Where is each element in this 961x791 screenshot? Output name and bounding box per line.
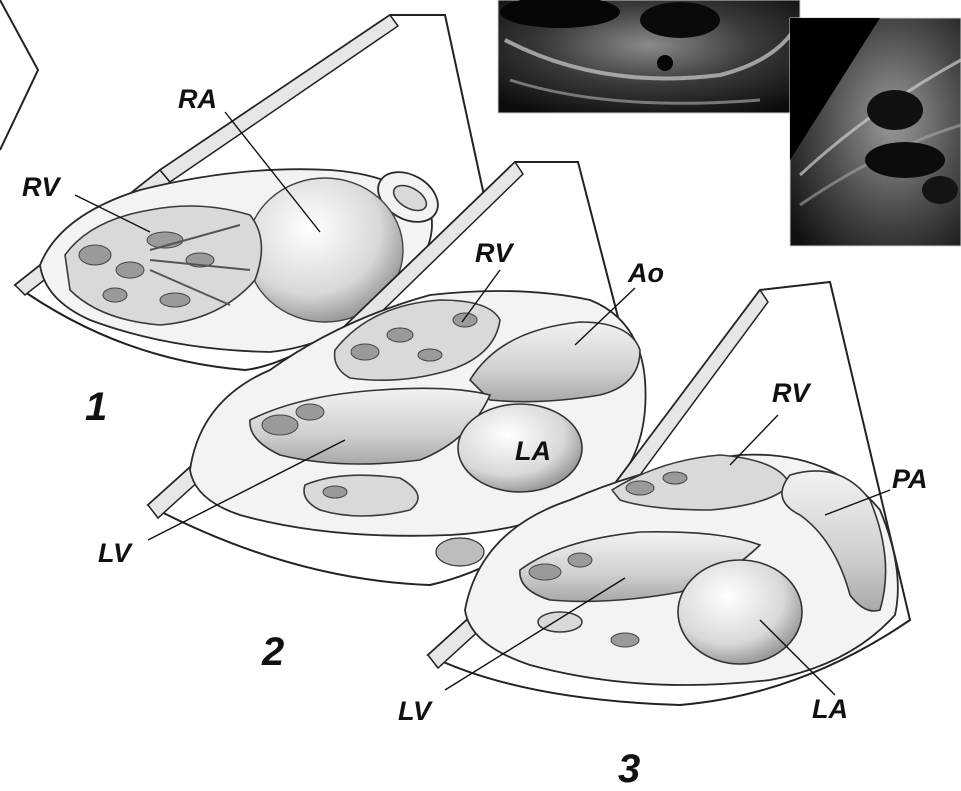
view-2-label-la: LA [515, 436, 551, 466]
view-2-number: 2 [261, 630, 284, 674]
view-2-label-ao: Ao [627, 258, 664, 288]
view-3-label-lv: LV [398, 696, 433, 726]
view-3-la-chamber [678, 560, 802, 664]
view-3-label-la: LA [812, 694, 848, 724]
view-2-label-lv: LV [98, 538, 133, 568]
view-1-prev-fan-edge [0, 0, 38, 150]
view-1-label-ra: RA [178, 84, 217, 114]
view-3-label-pa: PA [892, 464, 928, 494]
echo-inset-top [498, 0, 800, 113]
view-1-number: 1 [85, 385, 107, 429]
view-3-label-rv: RV [772, 378, 811, 408]
view-2-label-rv: RV [475, 238, 514, 268]
echo-inset-right [790, 18, 961, 246]
view-3-number: 3 [618, 747, 640, 791]
view-1-label-rv: RV [22, 172, 61, 202]
